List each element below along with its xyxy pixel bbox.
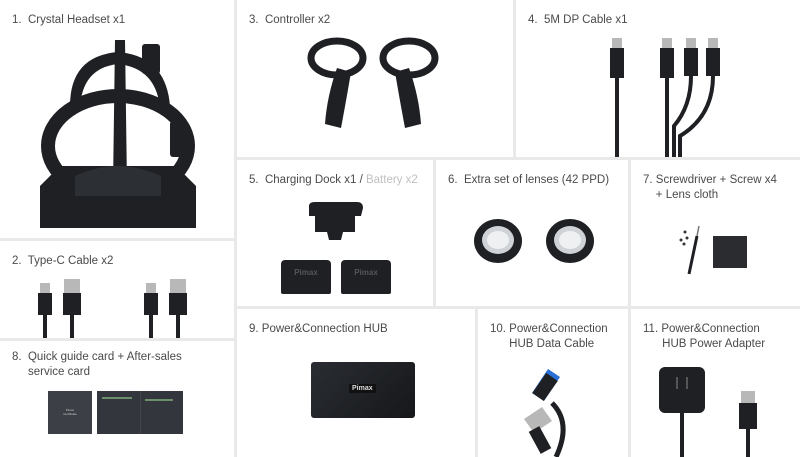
panel-cards: 8. Quick guide card + After-sales servic… — [0, 341, 234, 457]
screwdriver-image — [679, 225, 747, 275]
panel-label: 8. Quick guide card + After-sales servic… — [12, 351, 182, 378]
dp-cable-image — [610, 38, 720, 157]
panel-label: 1. Crystal Headset x1 — [12, 14, 126, 26]
quick-guide-card — [97, 391, 183, 434]
panel-label: 6. Extra set of lenses (42 PPD) — [448, 174, 610, 186]
panel-label: 4. 5M DP Cable x1 — [528, 14, 628, 26]
battery-2: Pimax — [341, 260, 391, 294]
battery-1: Pimax — [281, 260, 331, 294]
panel-dp-cable: 4. 5M DP Cable x1 — [516, 0, 800, 157]
panel-label: 5. Charging Dock x1 / Battery x2 — [249, 174, 418, 186]
panel-power-adapter: 11. Power&Connection HUB Power Adapter — [631, 309, 800, 457]
panel-label: 9. Power&Connection HUB — [249, 323, 388, 335]
panel-hub: 9. Power&Connection HUB Pimax — [237, 309, 475, 457]
panel-type-c-cable: 2. Type-C Cable x2 — [0, 241, 234, 338]
panel-headset: 1. Crystal Headset x1 — [0, 0, 234, 238]
charging-dock-image — [309, 202, 363, 240]
hub-image: Pimax — [311, 362, 415, 418]
controllers-image — [307, 37, 439, 128]
panel-label: 10. Power&Connection HUB Data Cable — [490, 323, 608, 350]
hub-data-cable-image — [524, 369, 566, 457]
panel-screwdriver: 7. Screwdriver + Screw x4 + Lens cloth — [631, 160, 800, 306]
panel-hub-data-cable: 10. Power&Connection HUB Data Cable — [478, 309, 628, 457]
panel-label: 11. Power&Connection HUB Power Adapter — [643, 323, 766, 350]
power-adapter-image — [659, 367, 757, 457]
panel-controller: 3. Controller x2 — [237, 0, 513, 157]
panel-lenses: 6. Extra set of lenses (42 PPD) — [436, 160, 628, 306]
panel-label: 7. Screwdriver + Screw x4 + Lens cloth — [643, 174, 777, 201]
certificate-card: Pimax Certificate — [48, 391, 92, 434]
type-c-cables-image — [38, 279, 187, 338]
panel-charging-dock: 5. Charging Dock x1 / Battery x2 Pimax P… — [237, 160, 433, 306]
headset-image — [40, 40, 196, 228]
lenses-image — [474, 219, 594, 263]
panel-label: 3. Controller x2 — [249, 14, 331, 26]
panel-label: 2. Type-C Cable x2 — [12, 255, 114, 267]
